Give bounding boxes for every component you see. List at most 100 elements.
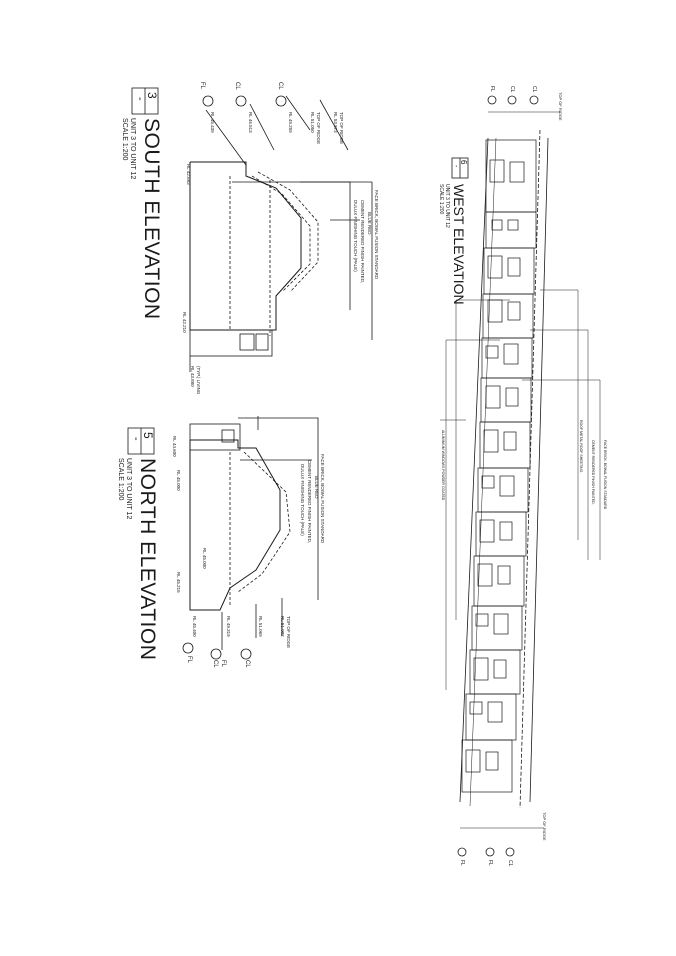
north-units: UNIT 3 TO UNIT 12 <box>125 458 132 520</box>
north-material-4: DULUX FINISHING TOUCH (PALE) <box>300 464 305 536</box>
north-material-1: FACE BRICK, BOWAL FUSION STANDARD <box>320 454 325 544</box>
south-level-line-2 <box>249 103 275 151</box>
south-ground-a: RL 42.693 <box>186 164 191 185</box>
north-fl-label-2: FL <box>220 660 226 668</box>
south-note-leader <box>232 181 351 310</box>
north-number: 5 <box>141 432 155 439</box>
south-window <box>239 333 255 351</box>
west-cl-marker-2 <box>529 95 539 105</box>
south-number: 3 <box>145 92 159 99</box>
south-ground-b: RL 42.210 <box>182 312 187 333</box>
west-dash: - <box>452 165 459 168</box>
south-fl-marker <box>202 95 214 107</box>
north-rl-a: RL 44.600 <box>172 436 177 457</box>
north-elevation-drawing <box>127 416 319 660</box>
west-note-1: FACE BRICK, BOWAL FUSION STANDARD <box>603 440 607 510</box>
west-fl-marker <box>487 95 497 105</box>
south-level-line-3 <box>285 95 311 131</box>
south-material-2: BLUE RED <box>367 212 372 235</box>
north-dash: - <box>130 437 142 441</box>
south-ridge2: TOP OF RIDGE <box>316 112 321 145</box>
south-cl-marker-2 <box>275 95 287 107</box>
west-unit-9 <box>475 511 527 557</box>
south-cl-rl: RL 49.259 <box>288 112 293 133</box>
south-material-3: CEMENT RENDERED FINISH PAINTED, <box>360 200 365 284</box>
west-top-ridge: TOP OF RIDGE <box>558 92 563 121</box>
west-cl-marker-bottom <box>505 847 515 857</box>
north-rl-c: RL 45.000 <box>202 548 207 569</box>
west-cl-label-bottom: CL <box>507 860 513 867</box>
north-rl-b: RL 45.000 <box>176 470 181 491</box>
south-cl-label: CL <box>234 82 240 90</box>
north-ground-block <box>189 423 241 451</box>
west-fl-marker-bottom <box>457 847 467 857</box>
south-elevation-drawing <box>131 87 373 372</box>
south-roofline-dashed <box>251 175 311 293</box>
north-ridge-rl: RL 51.002 <box>280 616 285 637</box>
west-fl-label-bottom-2: FL <box>487 860 493 866</box>
south-cl-label-2: CL <box>277 82 283 90</box>
south-title: SOUTH ELEVATION <box>140 118 163 320</box>
north-material-2: BLUE RED <box>314 476 319 499</box>
south-fl-rl: RL 46.513 <box>248 112 253 133</box>
west-cl-label-2: CL <box>531 86 537 93</box>
north-roofline-dashed <box>237 451 291 593</box>
south-ngl-2: RL 43.880 <box>190 366 195 387</box>
north-fl-marker-2 <box>210 648 222 660</box>
west-top-ridge-bottom: TOP OF RIDGE <box>542 812 547 841</box>
north-window <box>221 429 235 443</box>
north-rl-d: RL 45.215 <box>176 572 181 593</box>
south-fl-label: FL <box>199 82 205 90</box>
north-note-leader <box>238 417 319 600</box>
north-fl-label: FL <box>186 656 192 664</box>
south-ridge: TOP OF RIDGE <box>339 112 344 145</box>
west-title: WEST ELEVATION <box>451 184 467 305</box>
west-units <box>461 139 537 793</box>
north-fl-marker <box>182 642 194 654</box>
south-fl2-rl: RL 45.439 <box>210 112 215 133</box>
west-unit-12 <box>469 649 521 695</box>
south-roofline-dashed-2 <box>257 171 319 293</box>
west-note-4: ALUMINIUM WINDOWS POWDER COATED <box>441 430 445 501</box>
south-ridge-rl: RL 53.873 <box>333 112 338 133</box>
west-note-3: ROOF METAL ROOF SHEETING <box>579 420 583 473</box>
south-level-line-4 <box>319 99 349 151</box>
south-material-4: DULUX FINISHING TOUCH (PALE) <box>353 200 358 272</box>
west-unit-7 <box>479 421 531 469</box>
west-unit-14 <box>461 739 513 793</box>
south-cl-marker <box>235 95 247 107</box>
west-unit-10 <box>473 555 525 607</box>
north-scale: SCALE 1:200 <box>117 458 124 501</box>
south-scale: SCALE 1:200 <box>121 118 128 161</box>
west-note-2: CEMENT RENDERED FINISH PAINTED, <box>591 440 595 505</box>
north-title: NORTH ELEVATION <box>136 458 159 661</box>
south-dash: - <box>134 97 146 101</box>
north-cl-rl: RL 51.069 <box>258 616 263 637</box>
west-number: 6 <box>459 160 468 165</box>
south-level-line <box>205 109 247 166</box>
west-fl-marker-bottom-2 <box>485 847 495 857</box>
west-cl-marker <box>507 95 517 105</box>
west-elevation-drawing <box>440 95 601 857</box>
west-fl-label: FL <box>489 86 495 92</box>
west-note-leaders <box>440 289 601 690</box>
north-cl-marker <box>240 648 252 660</box>
west-scale: SCALE 1:200 <box>438 184 444 215</box>
west-unit-11 <box>471 605 523 651</box>
north-cl-label: CL <box>212 660 218 668</box>
north-ridge: TOP OF RIDGE <box>286 616 291 649</box>
south-window-2 <box>255 333 269 351</box>
west-fl-label-bottom: FL <box>459 860 465 866</box>
north-fl-rl: RL 49.319 <box>226 616 231 637</box>
north-cl-label-2: CL <box>244 660 250 668</box>
west-cl-label: CL <box>509 86 515 93</box>
south-units: UNIT 3 TO UNIT 12 <box>129 118 136 180</box>
south-ground-block <box>189 329 273 357</box>
north-outline <box>189 439 281 611</box>
south-ngl-1: (TYP.) LIVING <box>196 366 201 395</box>
west-units: UNIT 3 TO UNIT 12 <box>444 184 450 228</box>
west-unit-8 <box>477 467 529 513</box>
north-material-3: CEMENT RENDERED FINISH PAINTED, <box>307 460 312 544</box>
south-material-1: FACE BRICK, BOWAL FUSION STANDARD <box>374 190 379 280</box>
